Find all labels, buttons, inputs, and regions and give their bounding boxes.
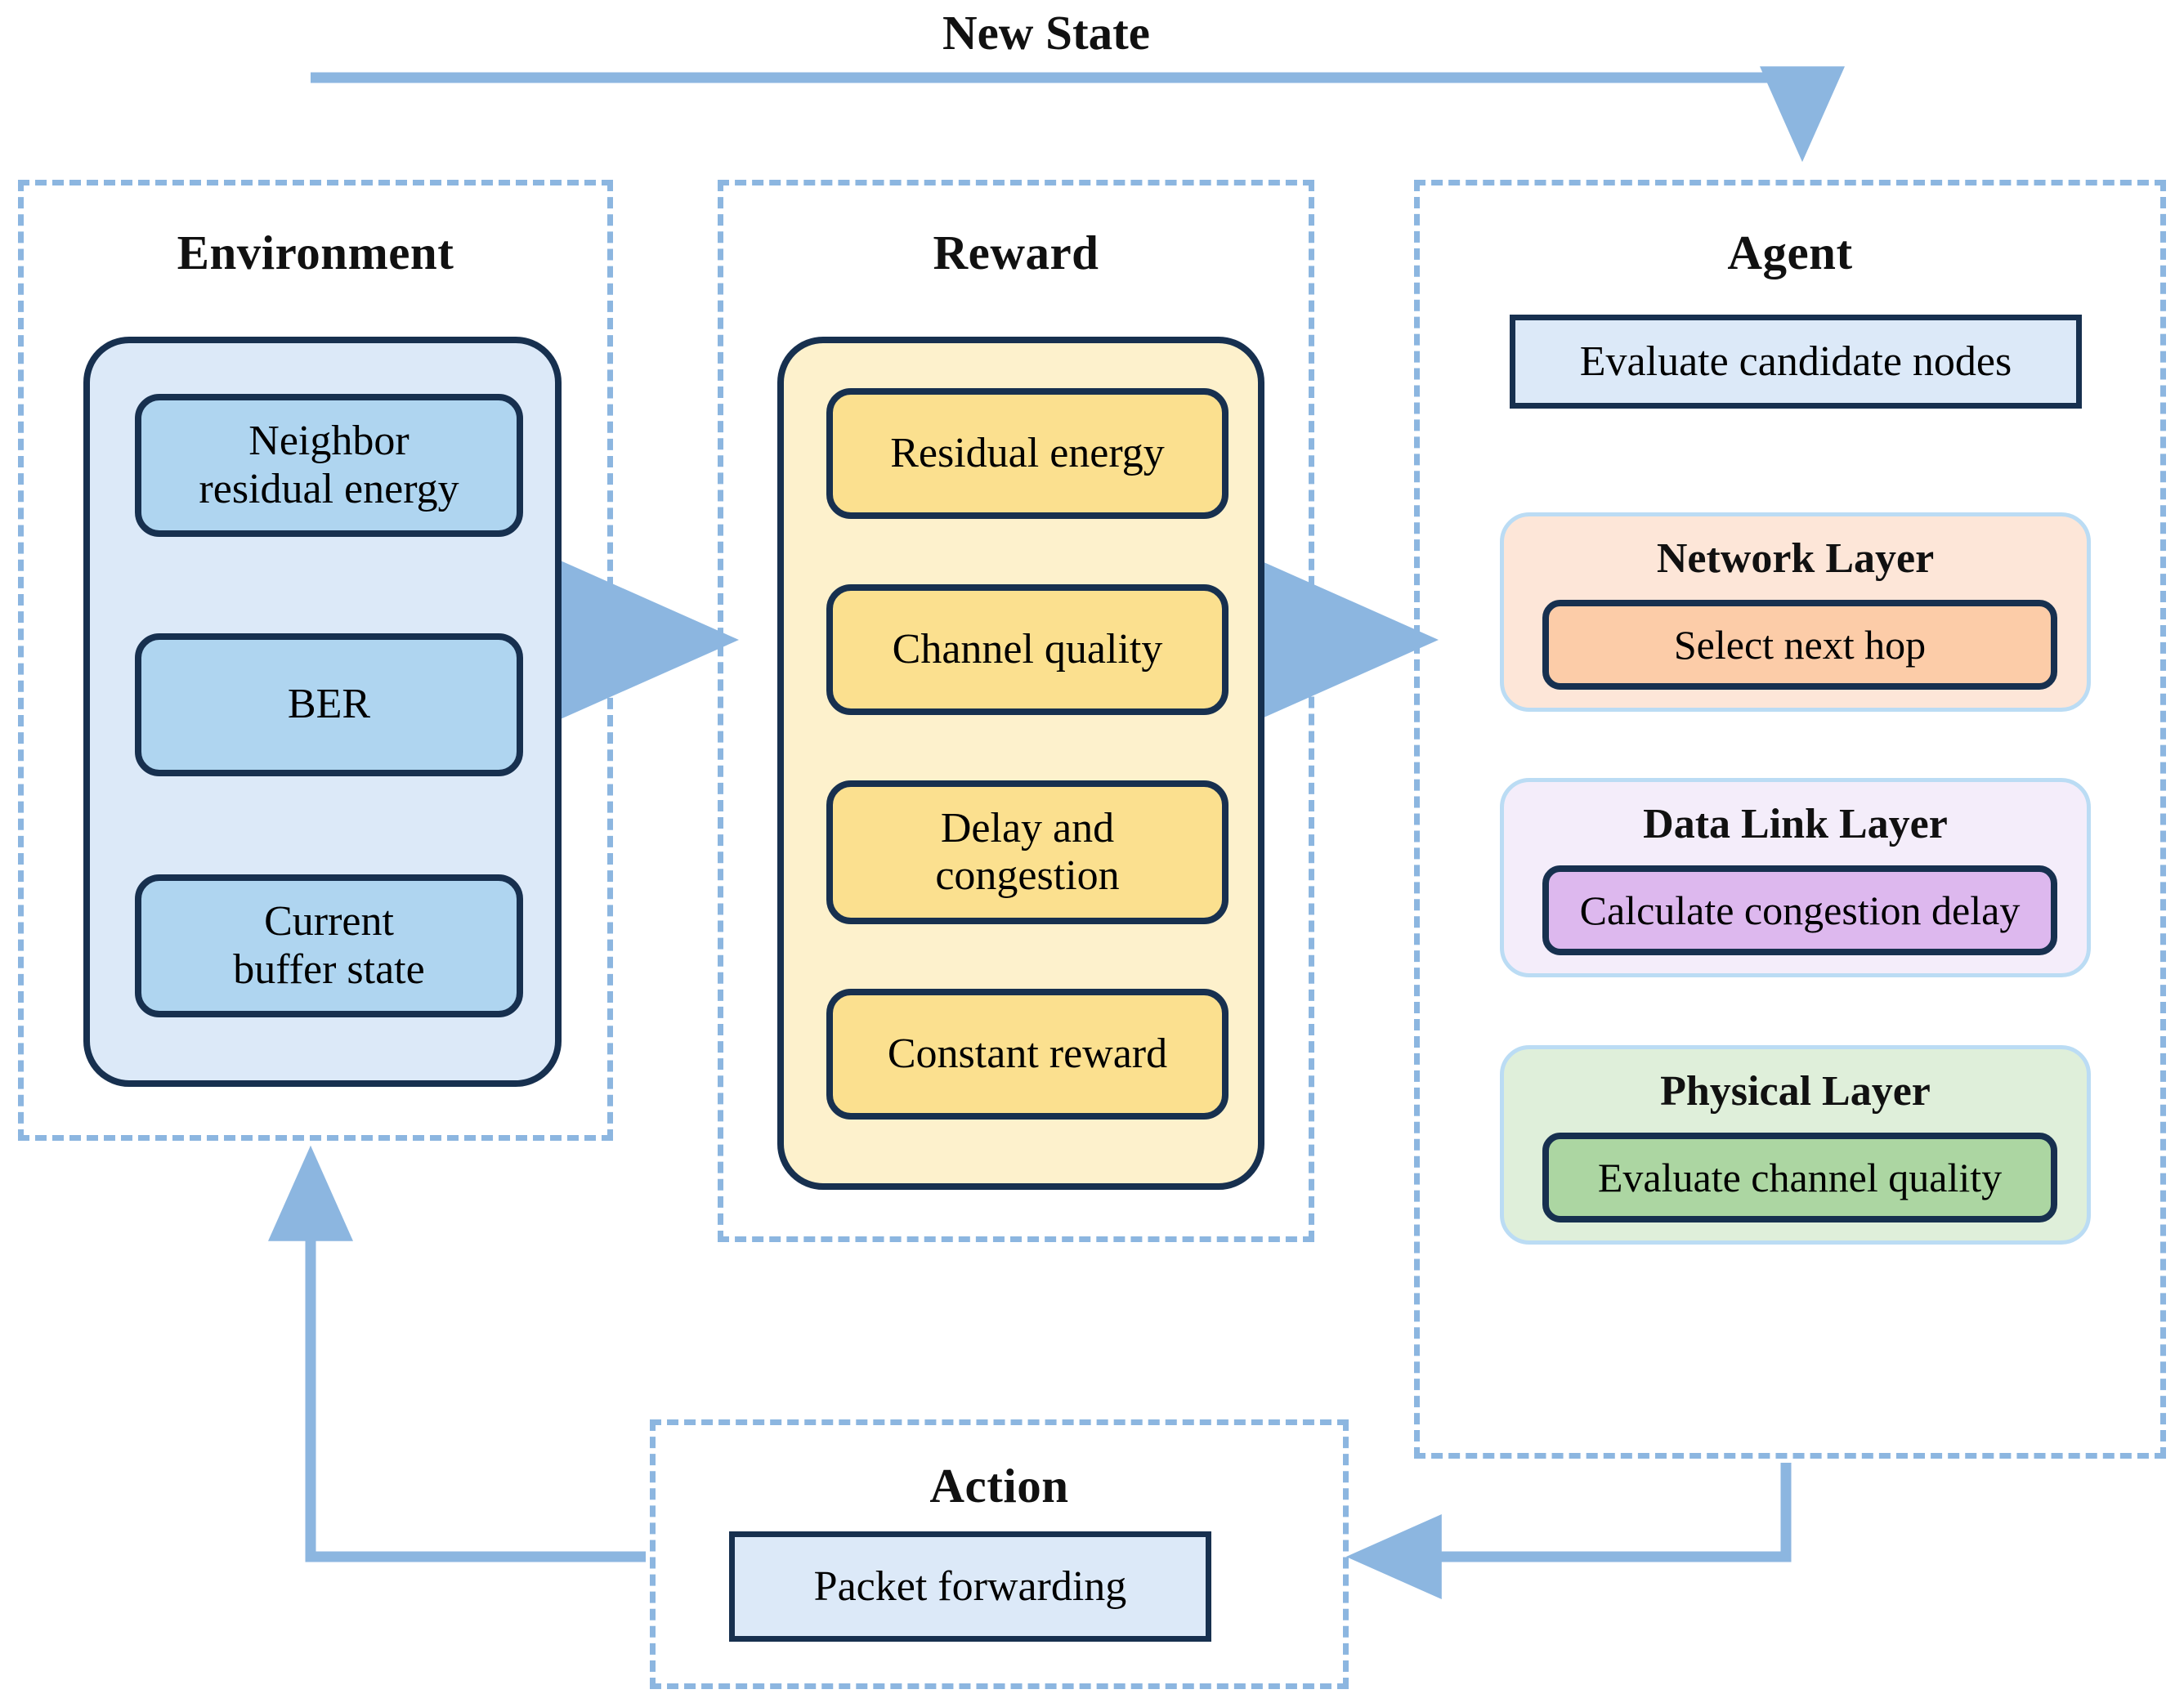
environment-item-label: BER	[287, 681, 371, 728]
reward-item-label: Residual energy	[890, 429, 1165, 476]
network-layer-action-label: Select next hop	[1673, 622, 1927, 668]
reward-title: Reward	[933, 226, 1099, 279]
reward-item-label: Constant reward	[887, 1030, 1168, 1077]
agent-evaluate-label: Evaluate candidate nodes	[1579, 338, 2012, 385]
reward-item-constant-reward[interactable]: Constant reward	[826, 989, 1228, 1120]
environment-item-ber[interactable]: BER	[135, 633, 523, 776]
physical-layer-action-label: Evaluate channel quality	[1597, 1155, 2003, 1200]
reward-item-residual-energy[interactable]: Residual energy	[826, 388, 1228, 519]
action-title: Action	[929, 1459, 1069, 1513]
reward-item-label: Channel quality	[892, 625, 1163, 673]
network-layer-card: Network Layer Select next hop	[1500, 512, 2091, 712]
network-layer-title: Network Layer	[1656, 535, 1935, 582]
reward-panel: Residual energy Channel quality Delay an…	[777, 337, 1264, 1190]
agent-evaluate-candidate-nodes-box[interactable]: Evaluate candidate nodes	[1510, 315, 2082, 409]
agent-group: Agent Evaluate candidate nodes Network L…	[1414, 180, 2166, 1459]
reward-group: Reward Residual energy Channel quality D…	[718, 180, 1314, 1242]
data-link-layer-title: Data Link Layer	[1643, 801, 1948, 847]
arrow-action-to-environment	[268, 1145, 646, 1562]
action-packet-forwarding-box[interactable]: Packet forwarding	[729, 1531, 1211, 1642]
arrow-agent-to-action	[1345, 1463, 1792, 1599]
data-link-layer-action-label: Calculate congestion delay	[1579, 887, 2021, 933]
action-group: Action Packet forwarding	[650, 1419, 1349, 1689]
network-layer-action-select-next-hop[interactable]: Select next hop	[1542, 600, 2057, 690]
action-box-label: Packet forwarding	[813, 1563, 1127, 1610]
environment-title: Environment	[177, 226, 454, 279]
physical-layer-card: Physical Layer Evaluate channel quality	[1500, 1045, 2091, 1245]
arrow-new-state	[311, 66, 1845, 163]
physical-layer-action-evaluate-channel-quality[interactable]: Evaluate channel quality	[1542, 1133, 2057, 1222]
agent-title: Agent	[1727, 226, 1853, 279]
data-link-layer-action-calculate-congestion-delay[interactable]: Calculate congestion delay	[1542, 865, 2057, 955]
new-state-label: New State	[942, 6, 1150, 60]
physical-layer-title: Physical Layer	[1660, 1068, 1931, 1115]
data-link-layer-card: Data Link Layer Calculate congestion del…	[1500, 778, 2091, 977]
reward-item-channel-quality[interactable]: Channel quality	[826, 584, 1228, 715]
